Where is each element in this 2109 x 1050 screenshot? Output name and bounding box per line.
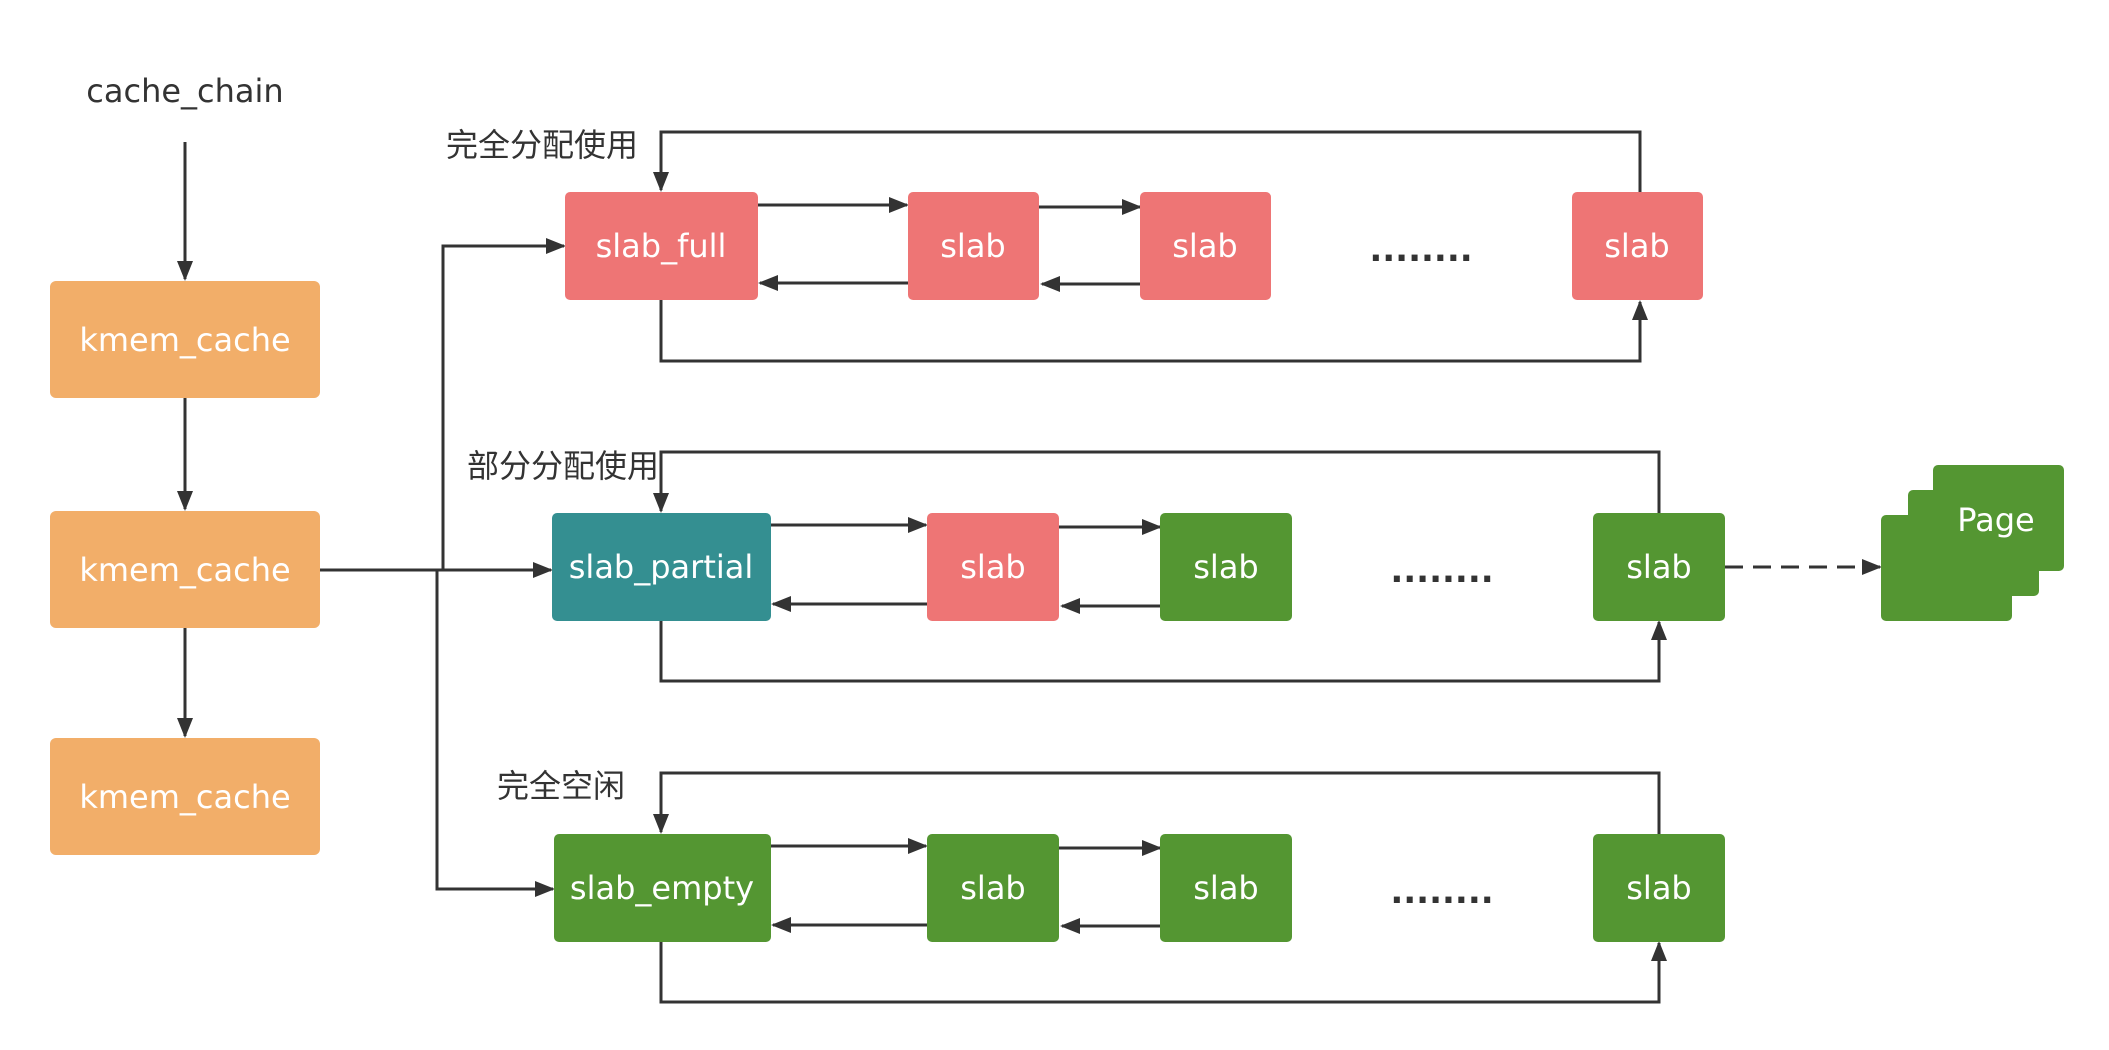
svg-text:slab: slab	[1604, 227, 1669, 265]
svg-text:slab: slab	[960, 548, 1025, 586]
page-stack: Page	[1881, 465, 2064, 621]
kmem-cache-node-2: kmem_cache	[50, 511, 320, 628]
svg-text:kmem_cache: kmem_cache	[79, 778, 290, 816]
svg-text:slab: slab	[940, 227, 1005, 265]
slab-full-item-3: slab	[1572, 192, 1703, 300]
slab-empty-item-2: slab	[1160, 834, 1292, 942]
svg-text:slab: slab	[1193, 869, 1258, 907]
slab-empty-item-1: slab	[927, 834, 1059, 942]
svg-text:kmem_cache: kmem_cache	[79, 321, 290, 359]
svg-text:slab: slab	[1626, 869, 1691, 907]
empty-ellipsis: ........	[1390, 872, 1493, 912]
slab-full-item-1: slab	[908, 192, 1039, 300]
kmem-cache-node-3: kmem_cache	[50, 738, 320, 855]
partial-group-label: 部分分配使用	[467, 447, 659, 485]
link-to-empty	[435, 570, 555, 897]
slab-empty-head: slab_empty	[554, 834, 771, 942]
slab-full-item-2: slab	[1140, 192, 1271, 300]
row-partial: slab_partial slab slab ........ slab	[552, 450, 1882, 683]
page-label: Page	[1957, 501, 2034, 539]
svg-text:slab_full: slab_full	[596, 227, 727, 265]
svg-text:slab_partial: slab_partial	[569, 548, 754, 586]
svg-text:slab_empty: slab_empty	[570, 869, 754, 907]
slab-partial-item-3: slab	[1593, 513, 1725, 621]
svg-text:slab: slab	[960, 869, 1025, 907]
row-empty: slab_empty slab slab ........ slab	[554, 771, 1725, 1004]
link-to-full	[320, 238, 566, 572]
slab-full-head: slab_full	[565, 192, 758, 300]
kmem-cache-node-1: kmem_cache	[50, 281, 320, 398]
svg-text:kmem_cache: kmem_cache	[79, 551, 290, 589]
row-full: slab_full slab slab ........ slab	[565, 130, 1703, 363]
svg-text:slab: slab	[1626, 548, 1691, 586]
slab-partial-item-1: slab	[927, 513, 1059, 621]
empty-group-label: 完全空闲	[497, 767, 625, 805]
cache-chain-label: cache_chain	[86, 72, 283, 110]
slab-partial-item-2: slab	[1160, 513, 1292, 621]
slab-partial-head: slab_partial	[552, 513, 771, 621]
full-group-label: 完全分配使用	[446, 126, 638, 164]
svg-text:slab: slab	[1172, 227, 1237, 265]
svg-text:slab: slab	[1193, 548, 1258, 586]
partial-ellipsis: ........	[1390, 551, 1493, 591]
full-ellipsis: ........	[1369, 230, 1472, 270]
slab-empty-item-3: slab	[1593, 834, 1725, 942]
